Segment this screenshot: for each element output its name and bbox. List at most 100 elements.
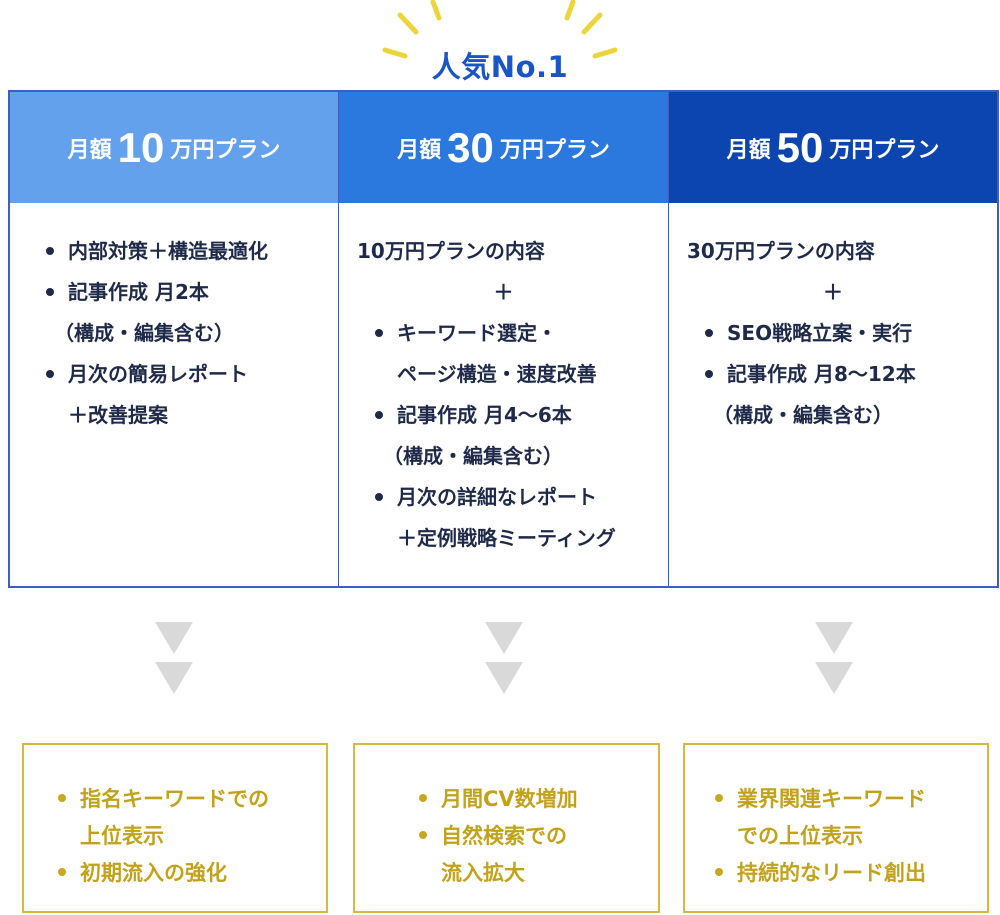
plus-sign: ＋ xyxy=(339,272,668,313)
bullet-text: 業界関連キーワード xyxy=(737,787,926,811)
bullet-continuation: （構成・編集含む） xyxy=(669,395,997,436)
bullet-continuation: （構成・編集含む） xyxy=(10,313,338,354)
down-arrows-icon xyxy=(814,622,854,702)
bullet-dot-icon xyxy=(375,410,383,419)
bullet-text: 自然検索での xyxy=(441,824,567,848)
plan-body: 30万円プランの内容 ＋ SEO戦略立案・実行記事作成 月8〜12本 （構成・編集含む… xyxy=(669,203,997,436)
bullet-item: 記事作成 月2本 xyxy=(10,272,338,313)
ray xyxy=(592,47,618,59)
bullet-dot-icon xyxy=(58,794,66,802)
bullet-dot-icon xyxy=(419,831,427,839)
bullet-item: 月次の簡易レポート xyxy=(10,354,338,395)
down-triangle-icon xyxy=(815,622,853,654)
bullet-dot-icon xyxy=(705,328,713,337)
bullet-item: 自然検索での xyxy=(355,818,658,855)
down-triangle-icon xyxy=(155,662,193,694)
down-arrows-icon xyxy=(484,622,524,702)
plan-suffix: 万円プラン xyxy=(170,137,281,163)
bullet-item: 指名キーワードでの xyxy=(24,781,326,818)
bullet-text: 月次の簡易レポート xyxy=(68,362,248,386)
plan-amount: 10 xyxy=(117,123,165,171)
bullet-item: 記事作成 月4〜6本 xyxy=(339,395,668,436)
included-plan-text: 10万円プランの内容 xyxy=(357,239,545,263)
plan-amount: 30 xyxy=(447,123,494,171)
plan-header: 月額 50 万円プラン xyxy=(669,92,997,203)
ray xyxy=(430,0,442,21)
popular-label: 人気No.1 xyxy=(431,50,569,84)
plan-prefix: 月額 xyxy=(726,137,771,163)
continuation-text: （構成・編集含む） xyxy=(54,321,234,345)
down-triangle-icon xyxy=(815,662,853,694)
continuation-text: 上位表示 xyxy=(80,824,164,848)
plan-prefix: 月額 xyxy=(397,137,442,163)
bullet-continuation: 上位表示 xyxy=(24,818,326,855)
bullet-dot-icon xyxy=(715,794,723,802)
bullet-text: 記事作成 月4〜6本 xyxy=(397,403,572,427)
bullet-dot-icon xyxy=(375,328,383,337)
plan-header: 月額 10 万円プラン xyxy=(10,92,338,203)
down-triangle-icon xyxy=(485,662,523,694)
continuation-text: での上位表示 xyxy=(737,824,863,848)
continuation-text: （構成・編集含む） xyxy=(713,403,893,427)
bullet-text: 指名キーワードでの xyxy=(80,787,269,811)
ray xyxy=(564,0,576,21)
down-arrows-icon xyxy=(154,622,194,702)
plan-amount: 50 xyxy=(776,123,824,171)
included-plan-line: 30万円プランの内容 xyxy=(669,231,997,272)
bullet-text: 記事作成 月2本 xyxy=(68,280,209,304)
continuation-text: 流入拡大 xyxy=(441,861,525,885)
down-triangle-icon xyxy=(485,622,523,654)
bullet-dot-icon xyxy=(375,492,383,501)
popular-badge: 人気No.1 xyxy=(0,0,1000,92)
bullet-dot-icon xyxy=(46,369,54,378)
bullet-dot-icon xyxy=(58,868,66,876)
continuation-text: ページ構造・速度改善 xyxy=(397,362,597,386)
bullet-continuation: での上位表示 xyxy=(685,818,987,855)
plan-card-50: 月額 50 万円プラン 30万円プランの内容 ＋ SEO戦略立案・実行記事作成 月8… xyxy=(668,90,999,588)
ray xyxy=(382,47,408,59)
plan-card-10: 月額 10 万円プラン 内部対策＋構造最適化記事作成 月2本 （構成・編集含む） 月… xyxy=(8,90,340,588)
result-box-50: 業界関連キーワードでの上位表示持続的なリード創出 xyxy=(683,743,989,913)
bullet-dot-icon xyxy=(705,369,713,378)
bullet-text: 内部対策＋構造最適化 xyxy=(68,239,268,263)
ray xyxy=(397,12,419,35)
bullet-item: 月次の詳細なレポート xyxy=(339,477,668,518)
continuation-text: ＋改善提案 xyxy=(68,403,168,427)
included-plan-text: 30万円プランの内容 xyxy=(687,239,875,263)
included-plan-line: 10万円プランの内容 xyxy=(339,231,668,272)
continuation-text: ＋定例戦略ミーティング xyxy=(397,526,616,550)
bullet-continuation: ＋定例戦略ミーティング xyxy=(339,518,668,559)
bullet-text: 月次の詳細なレポート xyxy=(397,485,597,509)
bullet-dot-icon xyxy=(715,868,723,876)
bullet-item: 初期流入の強化 xyxy=(24,855,326,892)
down-triangle-icon xyxy=(155,622,193,654)
plus-sign: ＋ xyxy=(669,272,997,313)
sparkle-rays-icon xyxy=(382,0,618,59)
plan-header: 月額 30 万円プラン xyxy=(339,92,668,203)
bullet-text: 持続的なリード創出 xyxy=(737,861,926,885)
bullet-continuation: ＋改善提案 xyxy=(10,395,338,436)
bullet-item: SEO戦略立案・実行 xyxy=(669,313,997,354)
bullet-item: 内部対策＋構造最適化 xyxy=(10,231,338,272)
continuation-text: （構成・編集含む） xyxy=(383,444,563,468)
plan-card-30: 月額 30 万円プラン 10万円プランの内容 ＋ キーワード選定・ページ構造・速度改… xyxy=(338,90,670,588)
bullet-continuation: （構成・編集含む） xyxy=(339,436,668,477)
bullet-text: キーワード選定・ xyxy=(397,321,557,345)
bullet-item: 業界関連キーワード xyxy=(685,781,987,818)
bullet-item: 月間CV数増加 xyxy=(355,781,658,818)
result-box-10: 指名キーワードでの上位表示初期流入の強化 xyxy=(22,743,328,913)
bullet-dot-icon xyxy=(419,794,427,802)
bullet-item: 記事作成 月8〜12本 xyxy=(669,354,997,395)
result-box-30: 月間CV数増加自然検索での流入拡大 xyxy=(353,743,660,913)
plus-icon: ＋ xyxy=(493,280,514,304)
plan-body: 10万円プランの内容 ＋ キーワード選定・ページ構造・速度改善記事作成 月4〜6本 （… xyxy=(339,203,668,559)
bullet-item: 持続的なリード創出 xyxy=(685,855,987,892)
plan-body: 内部対策＋構造最適化記事作成 月2本 （構成・編集含む） 月次の簡易レポート ＋改善提… xyxy=(10,203,338,436)
plan-prefix: 月額 xyxy=(67,137,112,163)
plan-suffix: 万円プラン xyxy=(499,137,610,163)
bullet-dot-icon xyxy=(46,287,54,296)
bullet-dot-icon xyxy=(46,246,54,255)
bullet-text: SEO戦略立案・実行 xyxy=(727,321,913,345)
bullet-continuation: 流入拡大 xyxy=(355,855,658,892)
bullet-continuation: ページ構造・速度改善 xyxy=(339,354,668,395)
